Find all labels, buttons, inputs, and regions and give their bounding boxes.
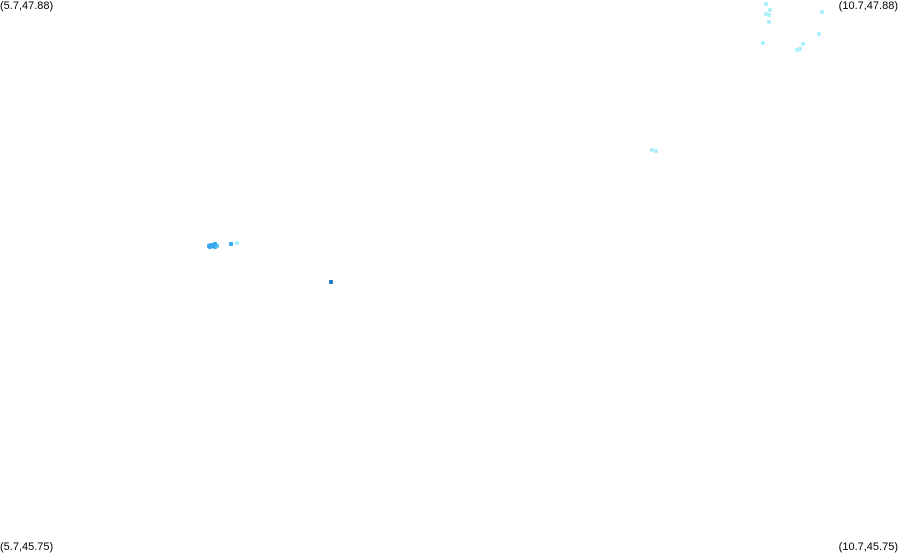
- map-point-3[interactable]: [767, 13, 771, 17]
- map-point-22[interactable]: [329, 280, 333, 284]
- map-point-20[interactable]: [215, 244, 219, 248]
- map-point-13[interactable]: [235, 241, 239, 245]
- map-point-7[interactable]: [761, 41, 765, 45]
- map-point-6[interactable]: [817, 32, 821, 36]
- map-point-14[interactable]: [229, 242, 233, 246]
- corner-label-bottom-right: (10.7,45.75): [838, 541, 898, 553]
- map-point-0[interactable]: [764, 2, 768, 6]
- map-point-8[interactable]: [801, 42, 805, 46]
- map-point-21[interactable]: [213, 242, 217, 246]
- map-point-9[interactable]: [798, 47, 802, 51]
- map-point-18[interactable]: [208, 245, 212, 249]
- map-point-17[interactable]: [210, 244, 214, 248]
- map-point-12[interactable]: [654, 149, 658, 153]
- map-point-10[interactable]: [795, 48, 799, 52]
- map-point-1[interactable]: [768, 8, 772, 12]
- corner-label-top-right: (10.7,47.88): [838, 0, 898, 12]
- corner-label-top-left: (5.7,47.88): [0, 0, 54, 12]
- corner-label-bottom-left: (5.7,45.75): [0, 541, 54, 553]
- map-point-11[interactable]: [650, 148, 654, 152]
- map-point-4[interactable]: [820, 10, 824, 14]
- map-point-5[interactable]: [767, 20, 771, 24]
- map-point-2[interactable]: [764, 12, 768, 16]
